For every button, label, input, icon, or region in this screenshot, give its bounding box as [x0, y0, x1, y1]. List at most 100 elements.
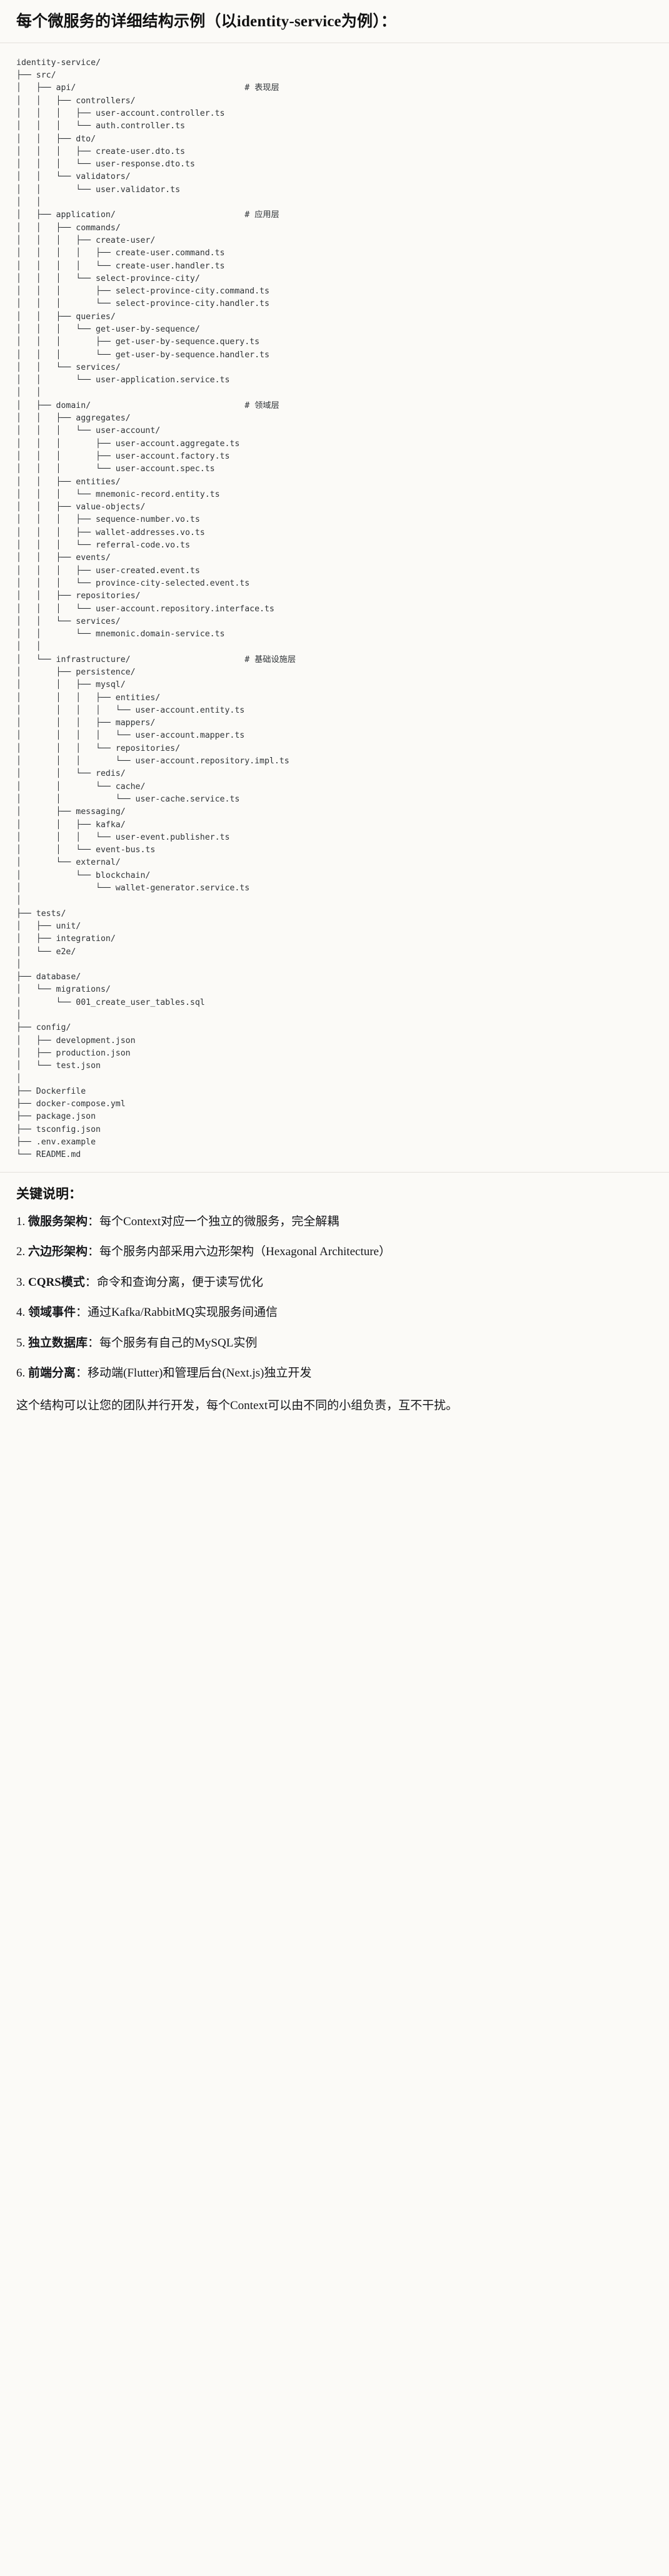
page-title: 每个微服务的详细结构示例（以identity-service为例）：: [16, 13, 397, 30]
key-point-term: 微服务架构: [28, 1214, 88, 1228]
tree-line: │ └── 001_create_user_tables.sql: [16, 997, 205, 1007]
key-point-separator: ：: [76, 1367, 88, 1380]
key-point-item: 1. 微服务架构：每个Context对应一个独立的微服务，完全解耦: [16, 1213, 653, 1231]
tree-line: │ └── infrastructure/ # 基础设施层: [16, 654, 296, 664]
tree-line: │ │ │ │ ├── create-user.command.ts: [16, 248, 225, 258]
tree-line: │ │ │ └── user-account.repository.impl.t…: [16, 756, 289, 766]
key-point-separator: ：: [88, 1245, 100, 1259]
tree-line: │ └── wallet-generator.service.ts: [16, 883, 250, 893]
tree-line: │ │ │ ├── select-province-city.command.t…: [16, 287, 269, 297]
tree-line: ├── tsconfig.json: [16, 1124, 101, 1134]
tree-line: │ │ │ └── auth.controller.ts: [16, 121, 185, 131]
tree-line: │ │ ├── value-objects/: [16, 502, 146, 512]
tree-line: │ │ │ ├── mappers/: [16, 718, 156, 728]
tree-line: │ │: [16, 198, 41, 208]
tree-line: │ ├── persistence/: [16, 668, 136, 677]
tree-line: │ │ │ └── user-account.spec.ts: [16, 464, 215, 474]
key-point-separator: ：: [76, 1306, 88, 1320]
key-point-number: 6.: [16, 1367, 28, 1380]
tree-divider: [0, 1171, 669, 1173]
tree-line: │ ├── application/ # 应用层: [16, 210, 279, 220]
tree-line: │ │ ├── mysql/: [16, 680, 126, 690]
key-point-number: 1.: [16, 1214, 28, 1228]
tree-line: ├── Dockerfile: [16, 1086, 86, 1096]
tree-line: │ │ └── event-bus.ts: [16, 845, 156, 855]
tree-line: │ │ └── services/: [16, 616, 121, 626]
tree-line: │ │ │ └── user-account/: [16, 426, 161, 436]
tree-line: │ │ │ ├── wallet-addresses.vo.ts: [16, 527, 205, 537]
tree-line: │ └── e2e/: [16, 947, 76, 957]
key-point-description: 每个服务有自己的MySQL实例: [99, 1336, 258, 1350]
tree-line: │ │ │ └── get-user-by-sequence/: [16, 324, 200, 334]
tree-line: │ │ └── cache/: [16, 781, 146, 792]
tree-line: identity-service/: [16, 58, 101, 68]
tree-line: │ │ ├── commands/: [16, 223, 121, 233]
directory-tree: identity-service/├── src/│ ├── api/ # 表现…: [16, 57, 653, 1162]
tree-line: ├── tests/: [16, 909, 66, 919]
tree-line: │ │ │ ├── user-created.event.ts: [16, 566, 200, 576]
tree-line: │ │ ├── entities/: [16, 477, 121, 487]
tree-line: │ │ │ ├── sequence-number.vo.ts: [16, 515, 200, 525]
key-point-description: 每个Context对应一个独立的微服务，完全解耦: [99, 1214, 340, 1228]
tree-line: │ │ └── user.validator.ts: [16, 185, 181, 195]
tree-line: │ ├── messaging/: [16, 807, 126, 817]
tree-line: │ │ │ └── referral-code.vo.ts: [16, 541, 190, 551]
tree-line: │ │ │ ├── create-user/: [16, 235, 156, 245]
tree-line: │ │ ├── kafka/: [16, 820, 126, 830]
tree-line: │ │: [16, 642, 41, 652]
tree-line: │ └── external/: [16, 858, 121, 868]
key-point-item: 5. 独立数据库：每个服务有自己的MySQL实例: [16, 1335, 653, 1353]
tree-line: │ │ │ ├── user-account.factory.ts: [16, 451, 230, 461]
tree-line: │ │: [16, 388, 41, 398]
tree-line: │ │ │ └── repositories/: [16, 743, 181, 753]
tree-line: ├── database/: [16, 972, 81, 982]
key-point-item: 2. 六边形架构：每个服务内部采用六边形架构（Hexagonal Archite…: [16, 1243, 653, 1261]
tree-line: │ │ ├── aggregates/: [16, 414, 131, 424]
tree-line: │ │ │ └── select-province-city/: [16, 273, 200, 283]
tree-line: │ │ ├── dto/: [16, 134, 96, 144]
key-point-term: 六边形架构: [28, 1245, 88, 1259]
tree-line: ├── package.json: [16, 1112, 96, 1122]
key-point-description: 移动端(Flutter)和管理后台(Next.js)独立开发: [88, 1367, 312, 1380]
tree-line: │ │ │ └── user-event.publisher.ts: [16, 832, 230, 842]
key-point-separator: ：: [88, 1214, 100, 1228]
tree-line: ├── src/: [16, 71, 56, 81]
key-point-separator: ：: [84, 1275, 97, 1289]
tree-line: │ └── migrations/: [16, 985, 111, 995]
tree-line: │ │ │ ├── entities/: [16, 693, 161, 703]
directory-tree-code: identity-service/├── src/│ ├── api/ # 表现…: [16, 57, 653, 1162]
tree-line: │ ├── development.json: [16, 1036, 136, 1046]
tree-line: │ │ └── validators/: [16, 172, 131, 182]
tree-line: │ ├── production.json: [16, 1048, 131, 1058]
key-point-term: 领域事件: [28, 1306, 76, 1320]
key-point-description: 每个服务内部采用六边形架构（Hexagonal Architecture）: [99, 1245, 391, 1259]
tree-line: │ │ └── user-cache.service.ts: [16, 794, 240, 804]
key-point-item: 6. 前端分离：移动端(Flutter)和管理后台(Next.js)独立开发: [16, 1365, 653, 1383]
tree-line: │ │ │ │ └── user-account.entity.ts: [16, 705, 245, 715]
tree-line: │ │ │ ├── user-account.aggregate.ts: [16, 439, 240, 449]
key-point-number: 2.: [16, 1245, 28, 1259]
tree-line: │: [16, 959, 21, 969]
tree-line: │ │ │ │ └── create-user.handler.ts: [16, 261, 225, 271]
tree-line: │ │ └── mnemonic.domain-service.ts: [16, 629, 225, 639]
tree-line: │ ├── integration/: [16, 934, 116, 944]
tree-line: ├── config/: [16, 1023, 71, 1033]
tree-line: │ │ └── user-application.service.ts: [16, 375, 230, 385]
tree-line: │ │ │ └── province-city-selected.event.t…: [16, 578, 250, 588]
key-points-title: 关键说明：: [16, 1186, 82, 1201]
tree-line: │ │ ├── queries/: [16, 312, 116, 322]
tree-line: │ │ │ └── get-user-by-sequence.handler.t…: [16, 350, 269, 360]
tree-line: │ │ │ │ └── user-account.mapper.ts: [16, 731, 245, 741]
tree-line: │ │ └── services/: [16, 362, 121, 372]
key-point-number: 4.: [16, 1306, 28, 1320]
tree-line: │ │ ├── events/: [16, 553, 111, 563]
key-point-separator: ：: [88, 1336, 100, 1350]
tree-line: │ │ │ ├── user-account.controller.ts: [16, 108, 225, 118]
tree-line: │ │ ├── repositories/: [16, 591, 141, 601]
tree-line: │ ├── domain/ # 领域层: [16, 400, 279, 410]
key-point-description: 通过Kafka/RabbitMQ实现服务间通信: [88, 1306, 278, 1320]
key-point-item: 3. CQRS模式：命令和查询分离，便于读写优化: [16, 1274, 653, 1292]
key-point-item: 4. 领域事件：通过Kafka/RabbitMQ实现服务间通信: [16, 1304, 653, 1322]
key-point-description: 命令和查询分离，便于读写优化: [96, 1275, 263, 1289]
